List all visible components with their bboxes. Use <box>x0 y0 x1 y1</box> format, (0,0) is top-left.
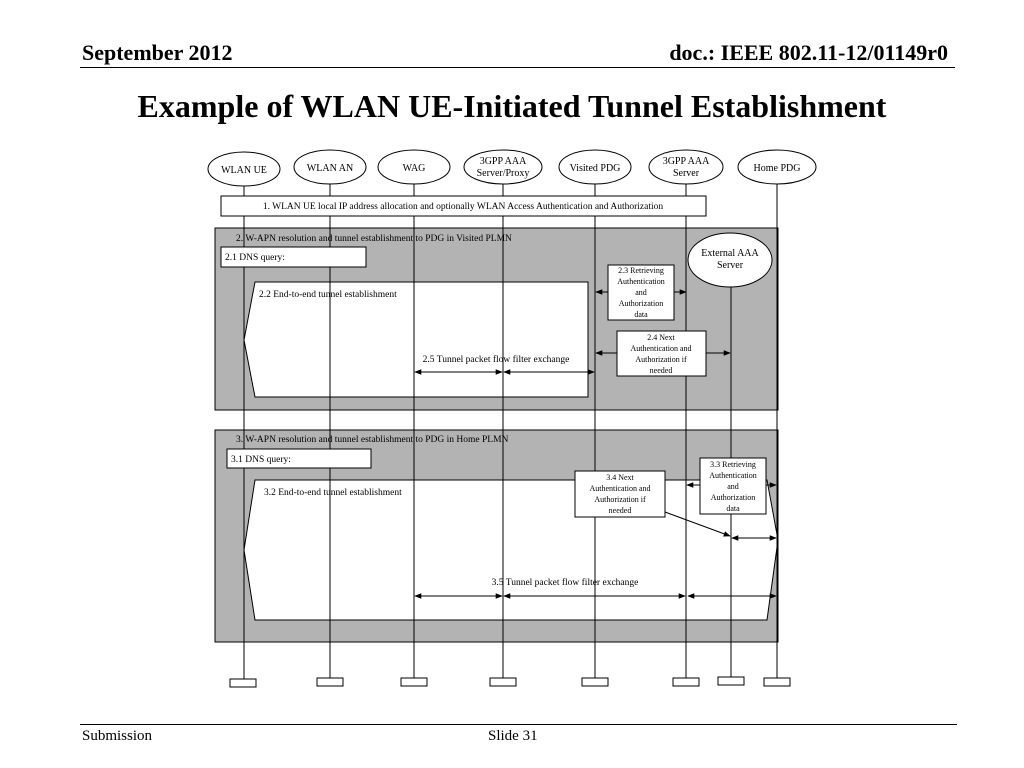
svg-text:Authorization if: Authorization if <box>635 355 687 364</box>
footer-submission: Submission <box>82 728 153 744</box>
phase-2-label-bg <box>230 230 555 245</box>
step-3-1-label: 3.1 DNS query: <box>231 455 291 465</box>
header-rule <box>80 67 955 68</box>
lifeline-end-boxes <box>229 676 791 688</box>
entity-3gpp-aaa-server: 3GPP AAA Server <box>648 149 724 185</box>
step-2-3-box <box>607 264 675 321</box>
svg-text:data: data <box>726 504 740 513</box>
step-2-3-label: 2.3 Retrieving Authentication and Author… <box>617 266 665 319</box>
svg-text:needed: needed <box>609 506 632 515</box>
entity-wlan-ue: WLAN UE <box>207 151 281 187</box>
svg-text:and: and <box>635 288 647 297</box>
svg-text:needed: needed <box>650 366 673 375</box>
step-3-3-label: 3.3 Retrieving Authentication and Author… <box>709 460 757 513</box>
entity-home-pdg: Home PDG <box>737 149 817 185</box>
header-date: September 2012 <box>82 40 233 65</box>
step-2-4-box <box>616 330 707 377</box>
svg-text:3GPP AAA: 3GPP AAA <box>663 156 710 167</box>
svg-text:Authentication: Authentication <box>617 277 665 286</box>
step-1-label: 1. WLAN UE local IP address allocation a… <box>263 202 664 212</box>
svg-text:2.4 Next: 2.4 Next <box>647 333 675 342</box>
tunnel-3-2-shape <box>243 479 779 621</box>
step-3-2-label: 3.2 End-to-end tunnel establishment <box>264 488 402 498</box>
step-2-4-label: 2.4 Next Authentication and Authorizatio… <box>630 333 691 375</box>
footer-slide-number: Slide 31 <box>488 728 538 744</box>
svg-text:3.4 Next: 3.4 Next <box>606 473 634 482</box>
svg-text:Home PDG: Home PDG <box>754 163 801 174</box>
svg-text:Authentication and: Authentication and <box>630 344 691 353</box>
svg-text:Authorization: Authorization <box>711 493 755 502</box>
phase-3-label: 3. W-APN resolution and tunnel establish… <box>236 435 509 445</box>
step-2-5-label: 2.5 Tunnel packet flow filter exchange <box>423 354 570 365</box>
svg-text:Server: Server <box>673 168 700 179</box>
step-2-1-box <box>220 246 367 268</box>
svg-text:2.3 Retrieving: 2.3 Retrieving <box>618 266 664 275</box>
svg-text:and: and <box>727 482 739 491</box>
svg-text:WLAN UE: WLAN UE <box>221 165 267 176</box>
entity-wag: WAG <box>377 149 451 185</box>
step-3-5-label: 3.5 Tunnel packet flow filter exchange <box>492 577 639 588</box>
step-3-1-box <box>226 448 372 469</box>
svg-text:Authorization: Authorization <box>619 299 663 308</box>
step-2-1-label: 2.1 DNS query: <box>225 253 285 263</box>
svg-text:data: data <box>634 310 648 319</box>
slide-title: Example of WLAN UE-Initiated Tunnel Esta… <box>137 88 887 124</box>
step-3-3-box <box>699 457 767 515</box>
footer-rule <box>80 724 957 725</box>
entity-visited-pdg: Visited PDG <box>558 149 632 185</box>
svg-text:Authorization if: Authorization if <box>594 495 646 504</box>
header-doc-id: doc.: IEEE 802.11-12/01149r0 <box>669 40 948 65</box>
svg-text:Server: Server <box>717 260 744 271</box>
entity-wlan-an: WLAN AN <box>293 149 367 185</box>
svg-text:Visited PDG: Visited PDG <box>570 163 621 174</box>
svg-text:External AAA: External AAA <box>701 248 759 259</box>
svg-text:3.3 Retrieving: 3.3 Retrieving <box>710 460 756 469</box>
svg-text:WLAN AN: WLAN AN <box>307 163 353 174</box>
svg-text:Authentication and: Authentication and <box>589 484 650 493</box>
svg-text:WAG: WAG <box>403 163 426 174</box>
phase-3-label-bg <box>230 432 555 447</box>
svg-text:3GPP AAA: 3GPP AAA <box>480 156 527 167</box>
step-2-2-label: 2.2 End-to-end tunnel establishment <box>259 290 397 300</box>
phase-2-label: 2. W-APN resolution and tunnel establish… <box>236 234 512 244</box>
entity-external-aaa-server: External AAA Server <box>687 232 773 288</box>
entity-3gpp-aaa-proxy: 3GPP AAA Server/Proxy <box>463 149 543 185</box>
step-3-4-label: 3.4 Next Authentication and Authorizatio… <box>589 473 650 515</box>
svg-text:Authentication: Authentication <box>709 471 757 480</box>
step-1-box <box>220 195 707 217</box>
arrow-3-4-diagonal <box>664 511 731 537</box>
svg-text:Server/Proxy: Server/Proxy <box>477 168 530 179</box>
step-3-4-box <box>574 470 666 518</box>
